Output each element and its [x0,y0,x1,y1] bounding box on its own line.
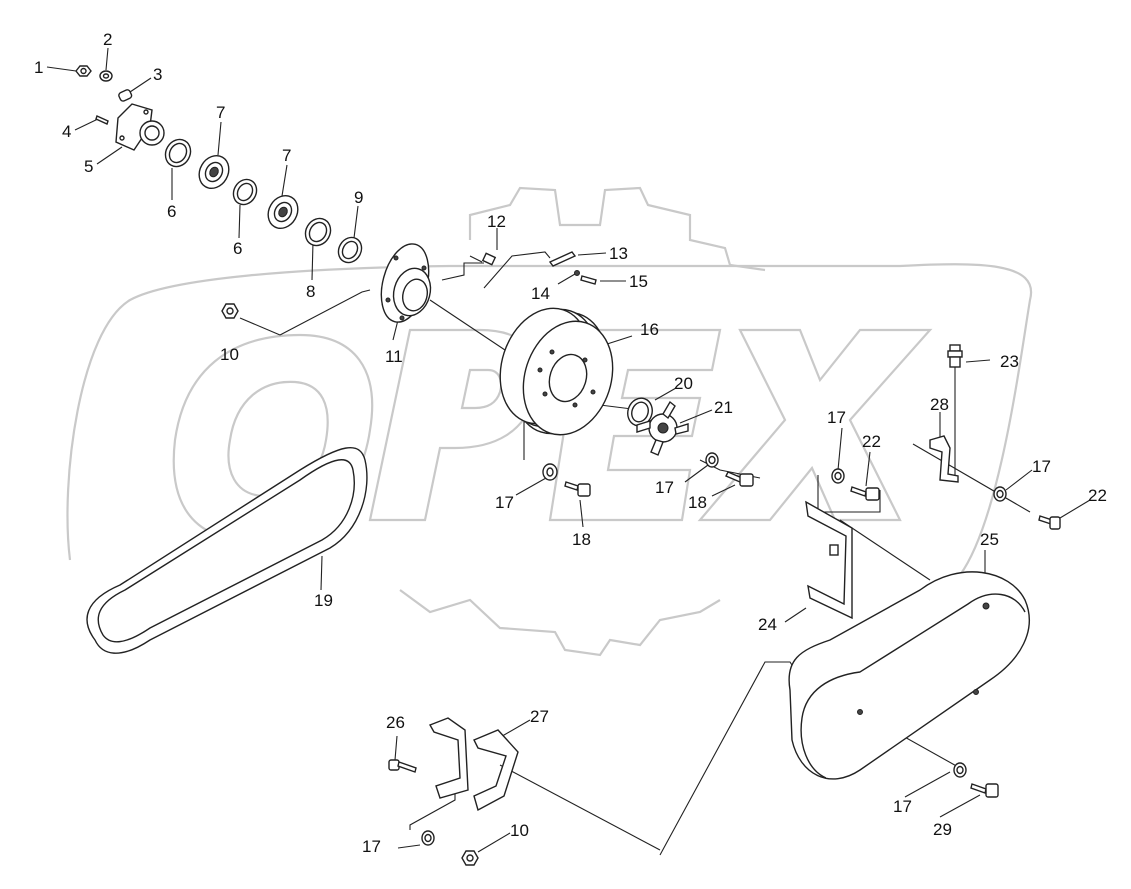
part-17-washer-a [542,463,558,481]
part-2-washer [99,70,113,82]
part-21-fan [636,400,689,456]
callout-17f: 17 [893,797,912,816]
callout-10a: 10 [220,345,239,364]
callout-19: 19 [314,591,333,610]
part-3-spacer [118,89,133,102]
part-6-ring-a [164,138,192,168]
callout-5: 5 [84,157,93,176]
part-20-snap-ring [627,397,653,427]
part-14-bolt [574,270,580,276]
callout-8: 8 [306,282,315,301]
callout-16: 16 [640,320,659,339]
part-17-washer-f [953,762,967,778]
callout-28: 28 [930,395,949,414]
part-13-clip [548,251,577,267]
part-5-flange-housing [115,103,165,151]
callout-27: 27 [530,707,549,726]
part-10-nut-b [461,850,479,866]
callout-21: 21 [714,398,733,417]
part-28-bracket [929,435,959,483]
part-16-pulley [499,307,614,436]
part-25-belt-guard [788,571,1030,780]
part-15-screw [580,275,597,285]
callout-11: 11 [385,347,403,366]
callout-4: 4 [62,122,71,141]
part-23-fitting [947,344,963,376]
callout-6b: 6 [233,239,242,258]
callout-12: 12 [487,212,506,231]
part-18-bolt-b [725,471,754,487]
callout-1: 1 [34,58,43,77]
callout-3: 3 [153,65,162,84]
callout-17c: 17 [827,408,846,427]
callout-14: 14 [531,284,550,303]
part-17-washer-c [831,468,845,484]
part-12-bolt [469,252,497,266]
part-29-bolt [970,783,999,798]
part-6-ring-b [232,178,258,206]
callout-2: 2 [103,30,112,49]
callout-7a: 7 [216,103,225,122]
callout-18b: 18 [688,493,707,512]
callout-29: 29 [933,820,952,839]
part-10-nut-a [221,303,239,319]
part-26-bolt [388,759,417,773]
callout-20: 20 [674,374,693,393]
callout-22a: 22 [862,432,881,451]
callout-17b: 17 [655,478,674,497]
part-11-hub [380,243,432,323]
callout-15: 15 [629,272,648,291]
part-17-washer-e [421,830,435,846]
part-22-bolt-b [1038,515,1061,530]
callout-13: 13 [609,244,628,263]
part-17-washer-d [993,486,1007,502]
part-7-bearing-b [267,194,299,230]
callout-6a: 6 [167,202,176,221]
callout-17e: 17 [362,837,381,856]
part-18-bolt-a [564,481,591,497]
part-24-bracket [805,500,853,620]
part-1-nut [75,65,92,77]
callout-labels: 1 2 3 4 5 6 6 7 7 8 9 10 10 11 12 13 14 … [34,30,1107,856]
part-22-bolt-a [850,486,880,501]
callout-17d: 17 [1032,457,1051,476]
part-4-pin [95,115,109,125]
callout-18a: 18 [572,530,591,549]
callout-17a: 17 [495,493,514,512]
callout-10b: 10 [510,821,529,840]
callout-7b: 7 [282,146,291,165]
callout-22b: 22 [1088,486,1107,505]
callout-25: 25 [980,530,999,549]
part-8-ring [304,217,332,247]
part-17-washer-b [705,452,719,468]
callout-24: 24 [758,615,777,634]
part-19-v-belt [86,446,368,654]
part-27-brackets [428,717,519,812]
callout-9: 9 [354,188,363,207]
callout-23: 23 [1000,352,1019,371]
part-9-ring [337,236,363,264]
callout-26: 26 [386,713,405,732]
part-7-bearing-a [198,154,230,190]
